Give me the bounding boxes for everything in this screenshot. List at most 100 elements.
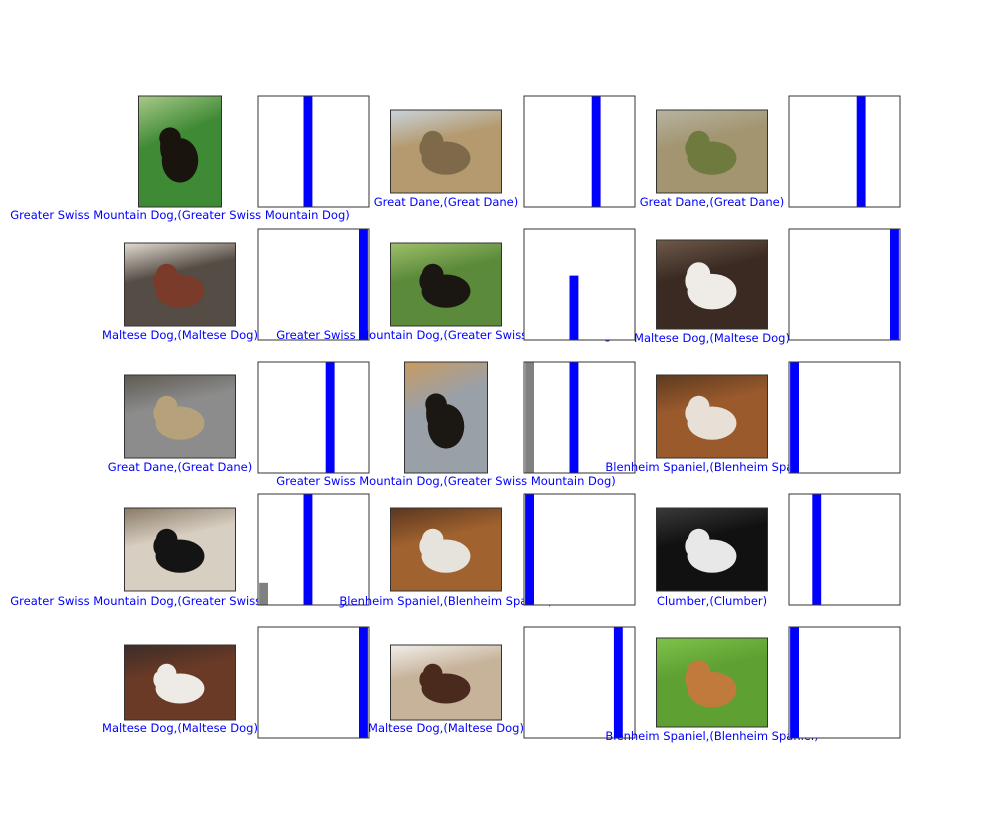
plot-area (789, 96, 900, 207)
probability-bar-chart (257, 361, 370, 474)
prediction-label: Greater Swiss Mountain Dog,(Greater Swis… (276, 474, 616, 488)
plot-area (258, 362, 369, 473)
prediction-label: Maltese Dog,(Maltese Dog) (102, 328, 258, 342)
panel-8: Greater Swiss Mountain Dog,(Greater Swis… (276, 361, 636, 488)
probability-bar-class-4 (569, 275, 579, 340)
plot-frame (523, 361, 636, 474)
dog-silhouette (153, 263, 205, 308)
probability-bar-class-6 (856, 96, 866, 207)
panel-10: Greater Swiss Mountain Dog,(Greater Swis… (10, 493, 370, 608)
probability-bar-chart (257, 228, 370, 341)
panel-2: Great Dane,(Great Dane) (374, 95, 636, 209)
prediction-label: Great Dane,(Great Dane) (108, 460, 253, 474)
plot-frame (523, 626, 636, 739)
probability-bar-class-4 (303, 96, 313, 207)
probability-bar-chart (788, 626, 901, 739)
probability-bar-chart (788, 493, 901, 606)
plot-frame (788, 95, 901, 208)
probability-bar-class-8 (613, 627, 623, 738)
panel-5: Greater Swiss Mountain Dog,(Greater Swis… (276, 228, 636, 342)
probability-bar-chart (523, 95, 636, 208)
plot-area (789, 362, 900, 473)
plot-area (789, 229, 900, 340)
dog-silhouette (419, 528, 471, 573)
plot-area (258, 627, 369, 738)
plot-area (258, 229, 369, 340)
probability-bar-class-9 (359, 229, 368, 340)
plot-area (789, 494, 900, 605)
prediction-label: Maltese Dog,(Maltese Dog) (368, 721, 524, 735)
prediction-label: Blenheim Spaniel,(Blenheim Spaniel) (605, 460, 818, 474)
probability-bar-chart (788, 95, 901, 208)
prediction-label: Blenheim Spaniel,(Blenheim Spaniel) (605, 729, 818, 743)
probability-bar-class-9 (890, 229, 899, 340)
probability-bar-chart (523, 228, 636, 341)
panel-12: Clumber,(Clumber) (656, 493, 901, 608)
probability-bar-chart (788, 361, 901, 474)
prediction-label: Clumber,(Clumber) (657, 594, 767, 608)
panel-7: Great Dane,(Great Dane) (108, 361, 370, 474)
panel-3: Great Dane,(Great Dane) (640, 95, 901, 209)
dog-silhouette (153, 395, 205, 440)
panel-14: Maltese Dog,(Maltese Dog) (368, 626, 636, 739)
probability-bar-chart (523, 626, 636, 739)
plot-frame (257, 95, 370, 208)
prediction-label: Greater Swiss Mountain Dog,(Greater Swis… (10, 208, 350, 222)
probability-bar-class-9 (359, 627, 368, 738)
plot-frame (788, 493, 901, 606)
plot-frame (523, 493, 636, 606)
prediction-label: Great Dane,(Great Dane) (374, 195, 519, 209)
probability-bar-class-4 (303, 494, 313, 605)
plot-frame (257, 493, 370, 606)
probability-bar-chart (523, 493, 636, 606)
panel-13: Maltese Dog,(Maltese Dog) (102, 626, 370, 739)
probability-bar-class-6 (591, 96, 601, 207)
probability-bar-chart (257, 95, 370, 208)
panel-11: Blenheim Spaniel,(Blenheim Spaniel) (339, 493, 636, 608)
plot-area (524, 362, 635, 473)
dog-silhouette (685, 262, 737, 310)
probability-bar-class-0 (525, 494, 534, 605)
plot-frame (257, 626, 370, 739)
prediction-label: Great Dane,(Great Dane) (640, 195, 785, 209)
dog-silhouette (685, 660, 737, 708)
plot-area (524, 229, 635, 340)
dog-silhouette (153, 663, 205, 704)
plot-frame (257, 361, 370, 474)
prediction-label: Maltese Dog,(Maltese Dog) (102, 721, 258, 735)
probability-bar-class-0 (790, 362, 799, 473)
probability-bar-class-0 (790, 627, 799, 738)
panel-1: Greater Swiss Mountain Dog,(Greater Swis… (10, 95, 370, 222)
dog-silhouette (685, 395, 737, 440)
dog-silhouette (419, 663, 471, 704)
plot-area (258, 494, 369, 605)
dog-silhouette (425, 393, 465, 449)
dog-silhouette (419, 130, 471, 175)
dog-silhouette (419, 263, 471, 308)
dog-silhouette (685, 528, 737, 573)
dog-silhouette (153, 528, 205, 573)
plot-frame (788, 626, 901, 739)
plot-frame (523, 95, 636, 208)
probability-bar-class-0 (525, 362, 534, 473)
prediction-label: Blenheim Spaniel,(Blenheim Spaniel) (339, 594, 552, 608)
panel-9: Blenheim Spaniel,(Blenheim Spaniel) (605, 361, 901, 474)
prediction-label: Maltese Dog,(Maltese Dog) (634, 331, 790, 345)
probability-bar-chart (523, 361, 636, 474)
plot-area (789, 627, 900, 738)
plot-area (524, 494, 635, 605)
panel-15: Blenheim Spaniel,(Blenheim Spaniel) (605, 626, 901, 743)
probability-bar-class-2 (812, 494, 822, 605)
plot-area (524, 96, 635, 207)
probability-bar-class-6 (325, 362, 335, 473)
plot-area (258, 96, 369, 207)
plot-frame (257, 228, 370, 341)
panel-4: Maltese Dog,(Maltese Dog) (102, 228, 370, 342)
panel-6: Maltese Dog,(Maltese Dog) (634, 228, 901, 345)
probability-bar-class-4 (569, 362, 579, 473)
plot-frame (788, 361, 901, 474)
dog-silhouette (685, 130, 737, 175)
probability-bar-chart (257, 626, 370, 739)
plot-frame (788, 228, 901, 341)
